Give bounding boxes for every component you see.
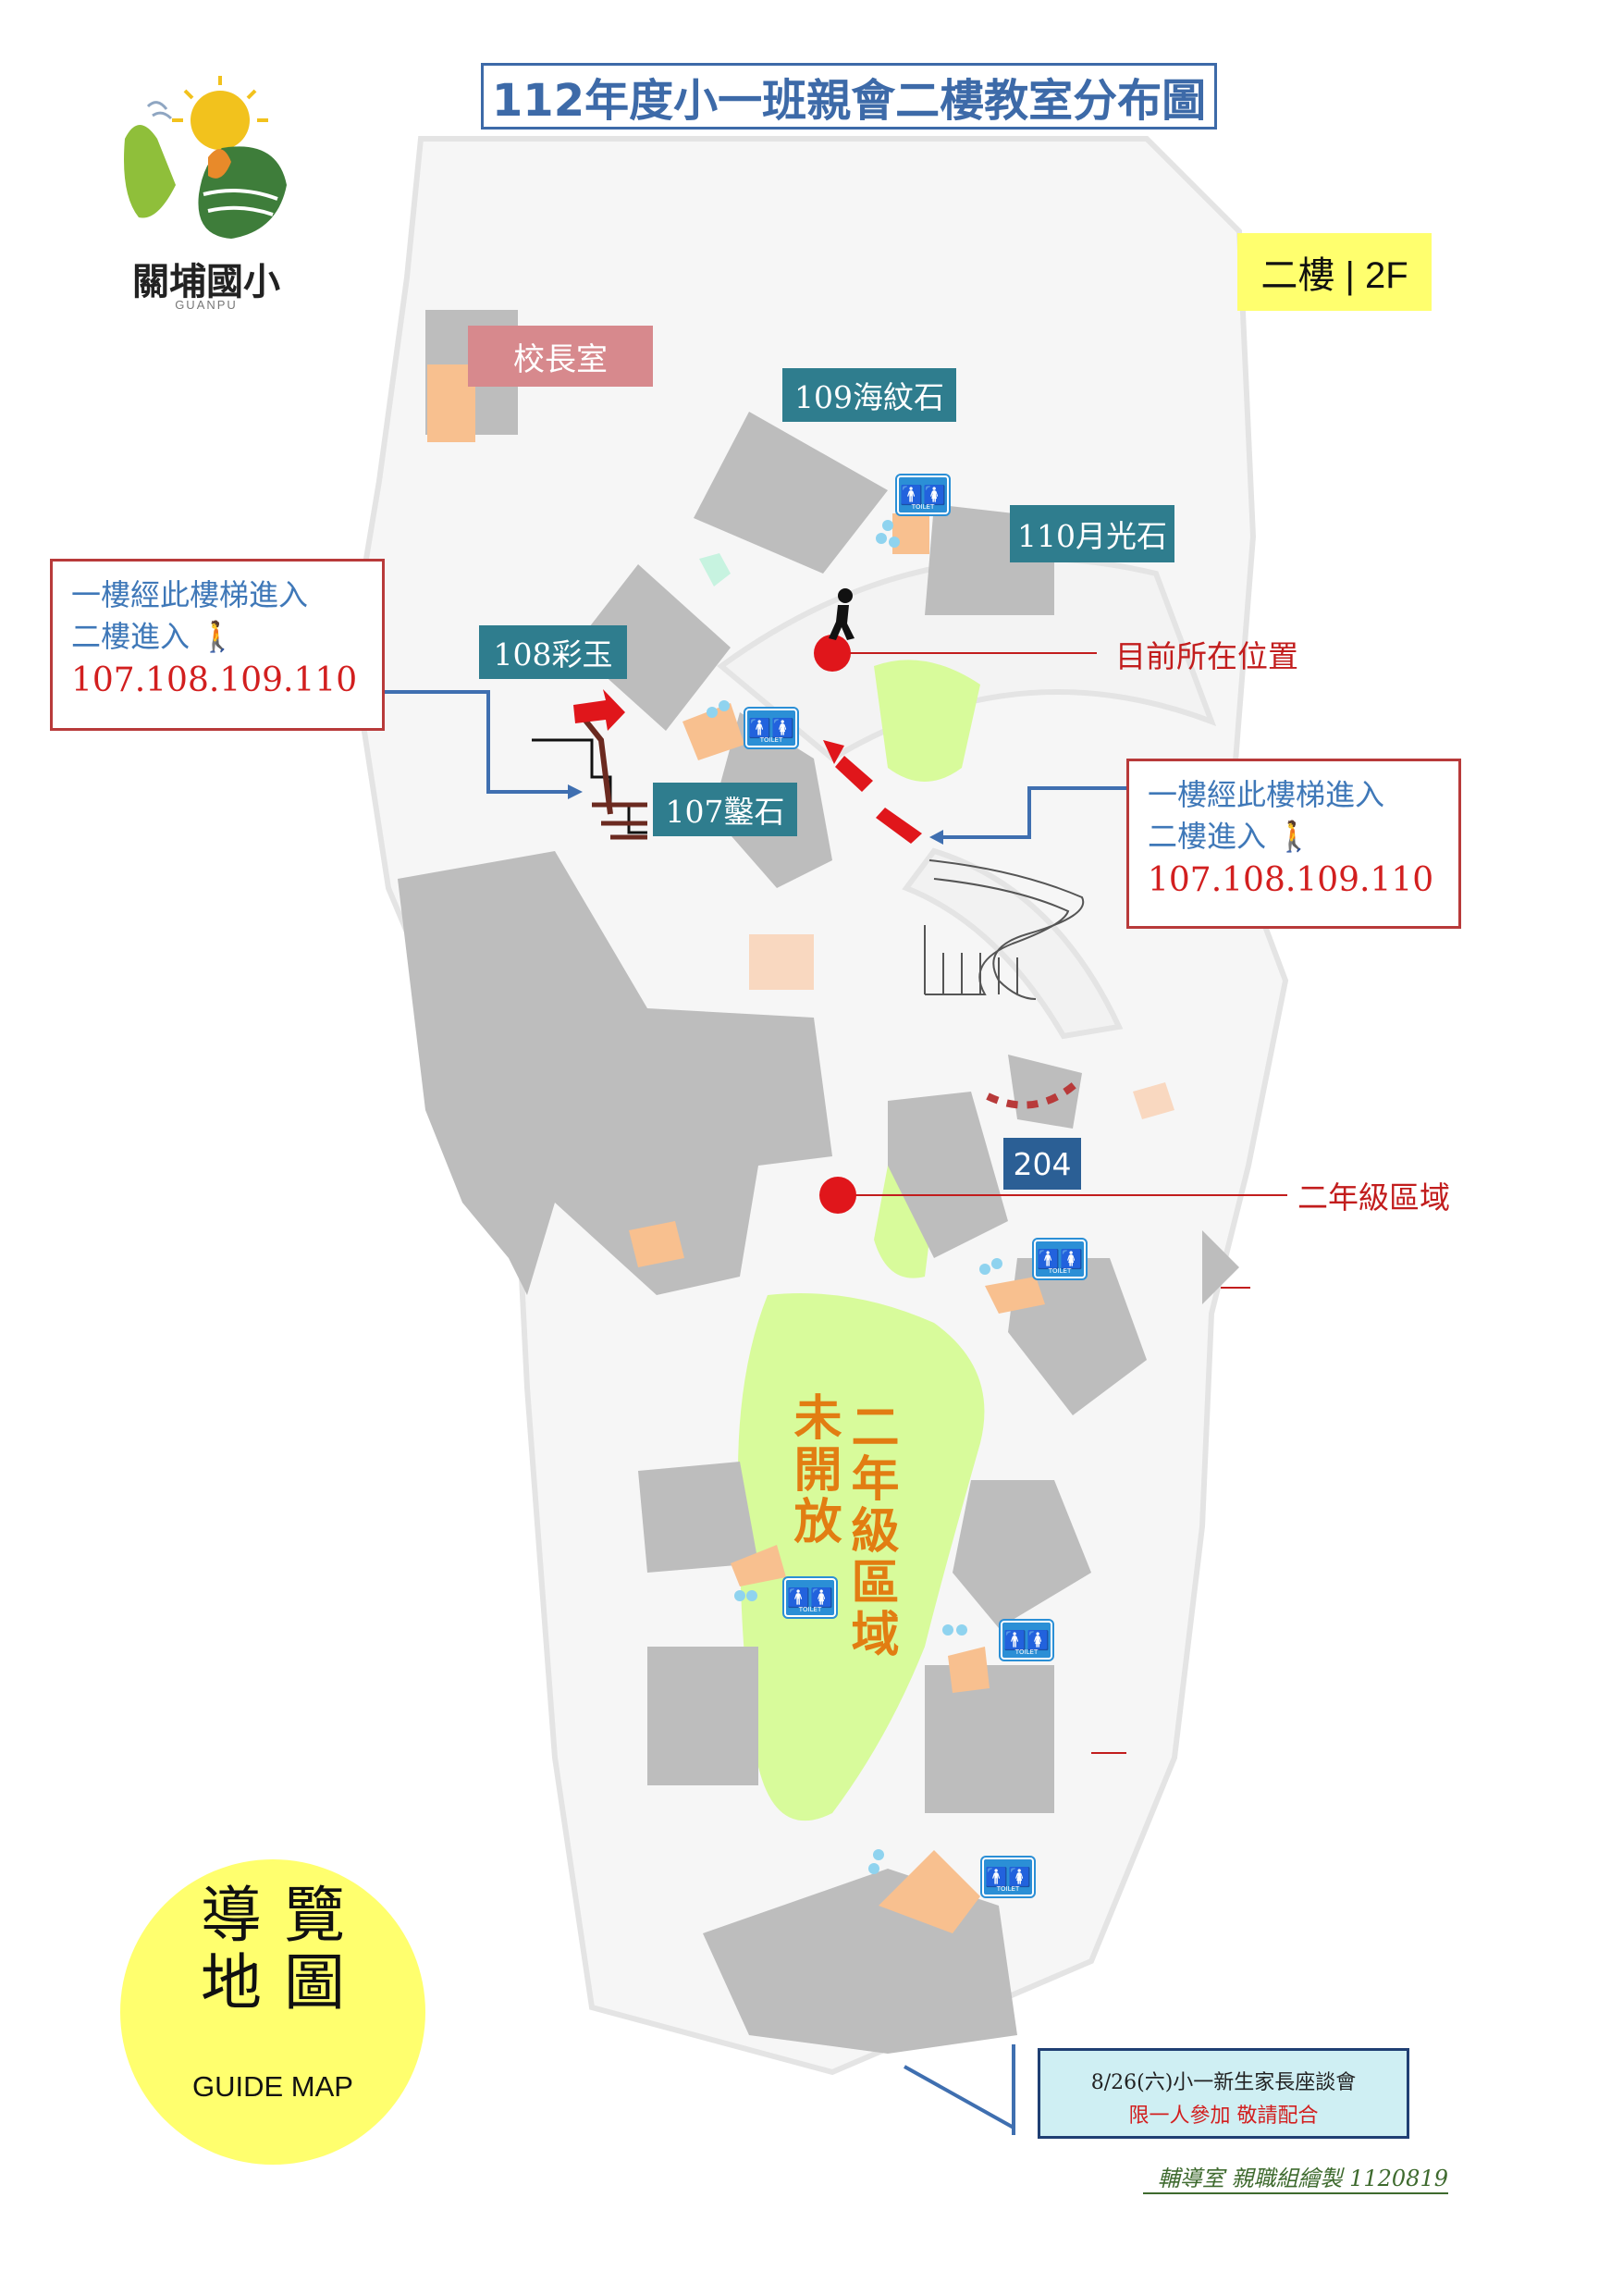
building-204 xyxy=(888,1092,1008,1258)
room-principal-office: 校長室 xyxy=(468,326,653,387)
marker-lines xyxy=(832,652,1287,1754)
toilet-icon: 🚹🚺TOILET xyxy=(1032,1238,1088,1280)
building-east-3 xyxy=(925,1665,1054,1813)
stair-climber-icon: 🚶 xyxy=(199,618,237,654)
credit-signature: 輔導室 親職組繪製 1120819 xyxy=(1143,2160,1448,2194)
guide-map-title-line1: 導覽 xyxy=(201,1880,367,1951)
label-current-location: 目前所在位置 xyxy=(1115,638,1298,674)
toilet-icon: 🚹🚺TOILET xyxy=(782,1576,838,1619)
callout-right-line1: 一樓經此樓梯進入 xyxy=(1148,777,1385,812)
guide-map-title-line2: 地圖 xyxy=(201,1946,367,2018)
room-109: 109海紋石 xyxy=(782,368,956,422)
arrow-spiral-head xyxy=(823,740,844,764)
callout-left-line1: 一樓經此樓梯進入 xyxy=(71,577,309,612)
stair-blocks xyxy=(427,364,1174,1933)
guide-map-badge xyxy=(120,1859,425,2165)
notice-line1: 8/26(六)小一新生家長座談會 xyxy=(1090,2071,1357,2094)
connector-lines xyxy=(385,690,1126,2135)
toilet-icon: 🚹🚺TOILET xyxy=(895,474,951,516)
stair-left-icon xyxy=(532,715,647,840)
callout-right-line3: 107.108.109.110 xyxy=(1148,860,1434,899)
guide-map-title: 導覽 地圖 xyxy=(120,1882,425,2017)
toilet-icon: 🚹🚺TOILET xyxy=(980,1856,1036,1898)
water-drops xyxy=(707,520,1002,1874)
callout-right-stair: 一樓經此樓梯進入 二樓進入 🚶 107.108.109.110 xyxy=(1126,759,1461,929)
grade2-marker xyxy=(819,1177,856,1214)
toilet-icon: 🚹🚺TOILET xyxy=(744,707,799,749)
current-location-marker xyxy=(814,635,851,672)
building-108 xyxy=(573,564,731,731)
red-arrows xyxy=(573,689,922,844)
arrow-spiral-1 xyxy=(876,808,922,844)
meeting-notice: 8/26(六)小一新生家長座談會 限一人參加 敬請配合 xyxy=(1038,2048,1409,2139)
lawn-north xyxy=(874,660,980,782)
connector-arrowhead-left xyxy=(568,784,583,799)
room-108: 108彩玉 xyxy=(479,625,627,679)
building-west-2 xyxy=(638,1462,758,1573)
callout-left-line2: 二樓進入 xyxy=(71,618,191,654)
school-name: 關埔國小 xyxy=(132,261,280,303)
building-west-3 xyxy=(647,1647,758,1785)
room-107: 107鑿石 xyxy=(653,783,797,836)
callout-left-line3: 107.108.109.110 xyxy=(71,660,358,699)
lawn-small xyxy=(699,553,731,586)
building-204b xyxy=(1008,1055,1082,1129)
green-areas xyxy=(699,553,985,1821)
callout-right-line2: 二樓進入 xyxy=(1148,818,1267,854)
page-title: 112年度小一班親會二樓教室分布圖 xyxy=(481,63,1217,130)
closed-area-title: 二年級區域 xyxy=(842,1401,898,1660)
person-walking-icon xyxy=(829,588,855,640)
room-110: 110月光石 xyxy=(1010,505,1174,562)
connector-arrowhead-right xyxy=(929,830,943,845)
dotted-arc xyxy=(986,1079,1080,1109)
building-east-tri xyxy=(1202,1230,1239,1304)
school-logo xyxy=(124,76,287,239)
arrow-left-stair xyxy=(573,689,625,731)
building-west-large xyxy=(398,851,832,1295)
building-east-2 xyxy=(953,1480,1091,1628)
callout-left-stair: 一樓經此樓梯進入 二樓進入 🚶 107.108.109.110 xyxy=(50,559,385,731)
label-grade2-area: 二年級區域 xyxy=(1297,1179,1450,1216)
stair-spiral-icon xyxy=(924,859,1085,1000)
school-name-en: GUANPU xyxy=(175,298,238,312)
building-109 xyxy=(694,412,888,574)
guide-map-title-en: GUIDE MAP xyxy=(192,2070,353,2103)
closed-area-status: 未開放 xyxy=(785,1392,841,1548)
room-204: 204 xyxy=(1003,1138,1081,1190)
toilet-icon: 🚹🚺TOILET xyxy=(999,1619,1054,1661)
stair-climber-icon: 🚶 xyxy=(1275,818,1313,854)
lawn-grade2-closed xyxy=(738,1293,985,1821)
notice-line2: 限一人參加 敬請配合 xyxy=(1128,2105,1319,2128)
arrow-spiral-2 xyxy=(835,756,873,792)
floor-tag: 二樓 | 2F xyxy=(1237,233,1432,311)
